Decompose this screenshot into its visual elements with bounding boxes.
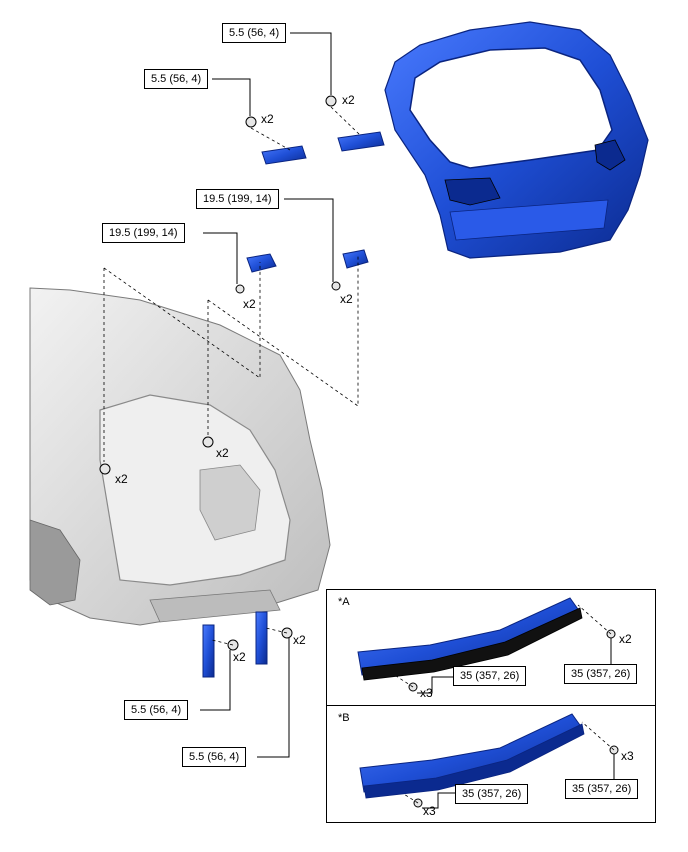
torque-label: 5.5 (56, 4) [124,700,189,720]
torque-label: 35 (357, 26) [565,779,639,799]
vehicle-body [29,287,331,626]
torque-label: 5.5 (56, 4) [222,23,287,43]
leader-lines [200,32,615,809]
hinge-body-side-left [246,253,277,273]
stay-bracket-right [255,611,268,665]
quantity-label: x3 [423,804,436,818]
quantity-label: x2 [115,472,128,486]
inset-panel [326,589,656,823]
torque-label: 35 (357, 26) [455,784,529,804]
quantity-label: x3 [621,749,634,763]
back-door-panel [384,21,649,259]
quantity-label: x2 [243,297,256,311]
hinge-bracket-right [337,131,385,152]
torque-label: 19.5 (199, 14) [102,223,185,243]
inset-label-a: *A [338,596,350,608]
quantity-label: x2 [293,633,306,647]
hinge-bracket-left [261,145,307,165]
torque-label: 35 (357, 26) [453,666,527,686]
reinforcement-b [359,713,585,799]
quantity-label: x2 [619,632,632,646]
torque-label: 5.5 (56, 4) [182,747,247,767]
torque-label: 19.5 (199, 14) [196,189,279,209]
quantity-label: x2 [216,446,229,460]
reinforcement-a [357,597,583,681]
quantity-label: x3 [420,686,433,700]
quantity-label: x2 [233,650,246,664]
hinge-body-side-right [342,249,369,269]
quantity-label: x2 [342,93,355,107]
quantity-label: x2 [340,292,353,306]
inset-divider [326,705,656,706]
inset-label-b: *B [338,712,350,724]
torque-label: 35 (357, 26) [564,664,638,684]
stay-bracket-left [202,624,215,678]
fasteners [99,95,619,808]
quantity-label: x2 [261,112,274,126]
torque-label: 5.5 (56, 4) [144,69,209,89]
